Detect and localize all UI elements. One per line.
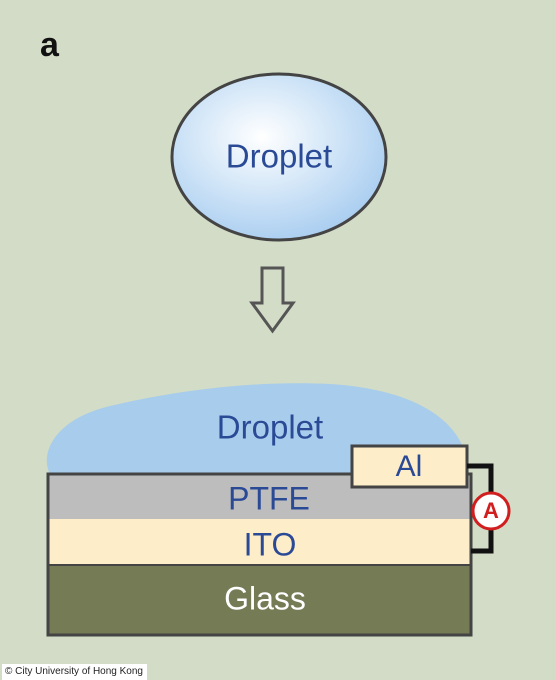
glass-label: Glass bbox=[224, 580, 306, 616]
down-arrow-icon bbox=[249, 266, 296, 334]
al-electrode: Al bbox=[350, 444, 469, 489]
ito-label: ITO bbox=[244, 526, 297, 562]
glass-layer bbox=[48, 565, 471, 635]
panel-label: a bbox=[40, 26, 59, 64]
ptfe-label: PTFE bbox=[228, 480, 310, 516]
top-droplet-label: Droplet bbox=[226, 138, 332, 175]
ammeter-circuit: A bbox=[467, 463, 511, 554]
al-label: Al bbox=[396, 450, 423, 483]
image-credit: © City University of Hong Kong bbox=[2, 664, 147, 680]
ammeter-label: A bbox=[483, 498, 499, 523]
layer-stack: PTFE ITO Glass bbox=[46, 472, 473, 637]
ito-layer bbox=[48, 519, 471, 565]
spread-droplet-label: Droplet bbox=[217, 409, 323, 446]
top-droplet: Droplet bbox=[170, 72, 388, 242]
ammeter-icon bbox=[471, 491, 511, 531]
